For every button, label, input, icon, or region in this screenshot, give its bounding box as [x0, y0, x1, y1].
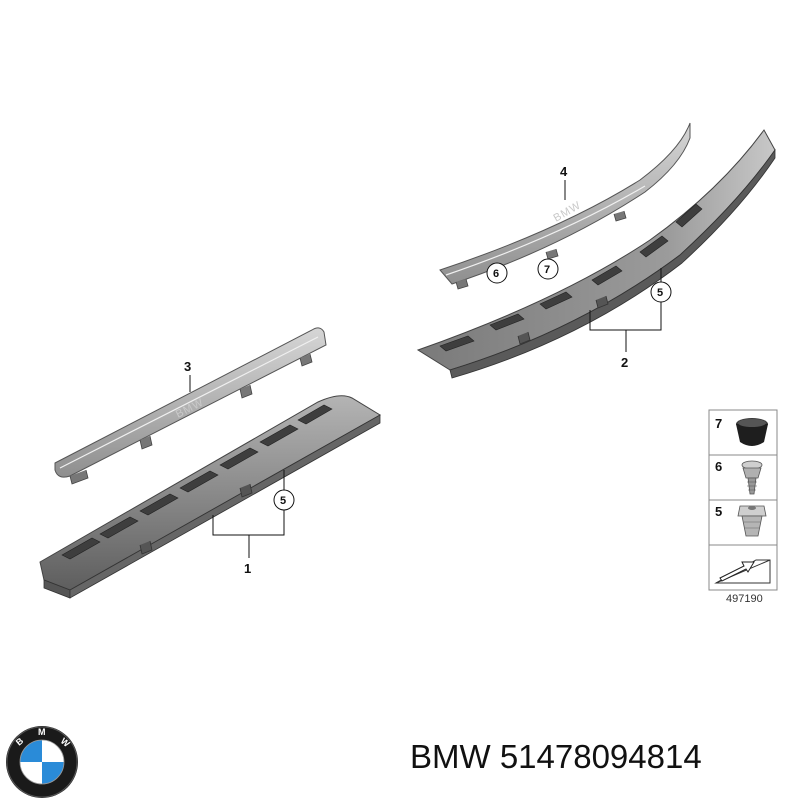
svg-text:B: B: [14, 735, 26, 747]
diagram-id: 497190: [726, 593, 763, 605]
callout-part-3: 3: [184, 359, 191, 374]
callout-leaders: [189, 180, 662, 558]
svg-text:6: 6: [493, 268, 499, 280]
legend-num-7: 7: [715, 416, 722, 431]
svg-text:5: 5: [280, 495, 286, 507]
bmw-logo-icon: B M W: [6, 726, 78, 798]
svg-text:M: M: [38, 727, 46, 737]
callout-clip-5-right: 5: [650, 281, 672, 303]
callout-part-1: 1: [244, 561, 251, 576]
rubber-cap-icon: [736, 418, 768, 446]
part-2-vents: [439, 203, 703, 352]
part-number-caption: BMW 51478094814: [410, 738, 702, 775]
part-1-vents: [61, 404, 333, 560]
callout-clip-6: 6: [486, 262, 508, 284]
part-2-curved-sill-trim: [416, 129, 776, 379]
legend-num-6: 6: [715, 459, 722, 474]
callout-clip-5-left: 5: [273, 489, 295, 511]
expanding-clip-icon: [737, 505, 767, 537]
part-3-trim-strip: BMW: [54, 327, 327, 485]
part-1-sill-trim: [39, 395, 381, 599]
callout-part-4: 4: [560, 164, 568, 179]
callout-part-2: 2: [621, 355, 628, 370]
fastener-legend: 7 6 5 497190: [708, 409, 778, 605]
orientation-arrow-icon: [714, 559, 771, 584]
callout-cap-7: 7: [537, 258, 559, 280]
svg-text:5: 5: [657, 287, 663, 299]
svg-text:7: 7: [544, 264, 550, 276]
legend-num-5: 5: [715, 504, 722, 519]
screw-clip-icon: [741, 460, 763, 495]
